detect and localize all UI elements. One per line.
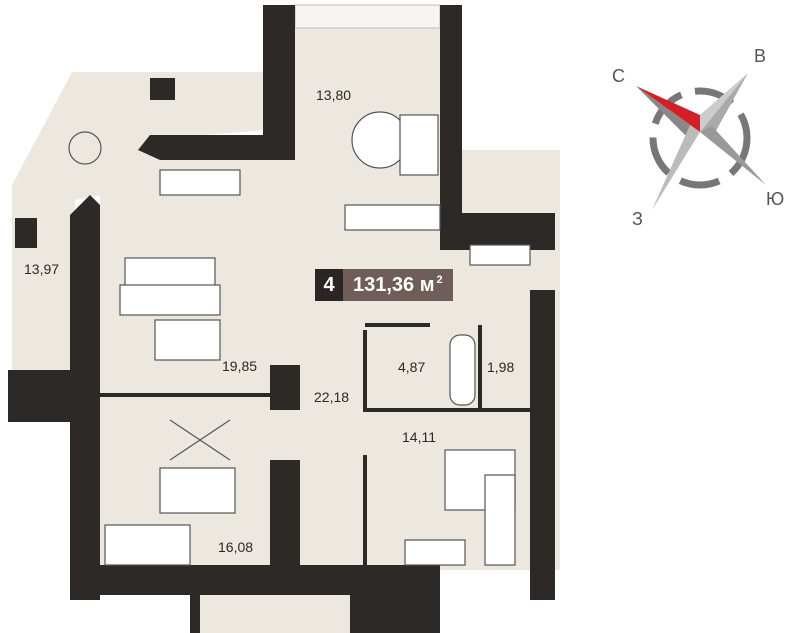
area-hall: 22,18 [314, 389, 349, 405]
compass-west: З [632, 209, 643, 229]
loggia-floor [12, 72, 263, 380]
furniture [68, 111, 531, 566]
area-loggia: 13,97 [24, 261, 59, 277]
compass-north: С [612, 66, 625, 86]
area-bedroom-left: 16,08 [218, 539, 253, 555]
area-unit-sup: 2 [436, 274, 443, 286]
compass-east: В [754, 46, 766, 66]
compass-south: Ю [766, 189, 784, 209]
area-wc: 1,98 [487, 359, 514, 375]
window-top [294, 4, 441, 29]
area-kitchen-living: 19,85 [222, 358, 257, 374]
total-area-value: 131,36 м [353, 273, 435, 296]
area-bedroom-right: 14,11 [402, 429, 436, 445]
walls [8, 5, 555, 633]
area-bedroom-top: 13,80 [316, 87, 351, 103]
partitions [100, 323, 530, 570]
compass: С В Ю З [612, 46, 784, 229]
area-bathroom: 4,87 [398, 359, 425, 375]
rooms-count: 4 [315, 269, 343, 301]
room-labels: 13,80 13,97 19,85 22,18 4,87 1,98 14,11 … [24, 87, 514, 555]
